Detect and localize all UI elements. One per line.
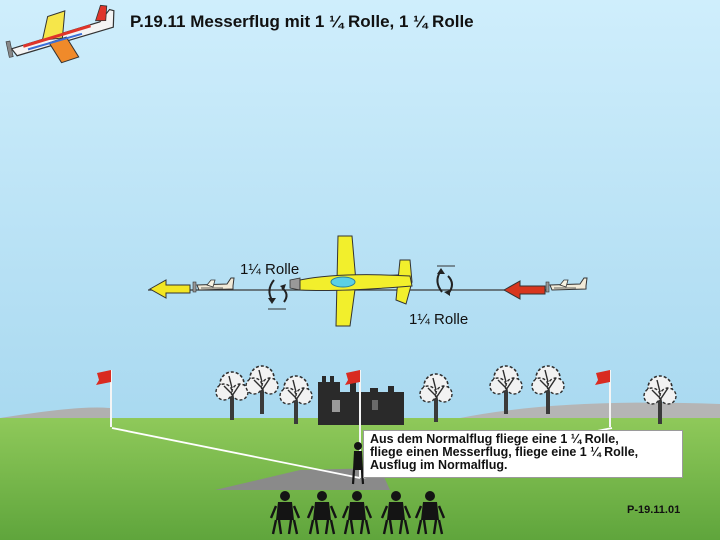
entry-arrow-icon: [502, 280, 546, 300]
roll-label-left: 1¼ Rolle: [240, 261, 300, 278]
description-box: Aus dem Normalflug fliege eine 1 ¼ Rolle…: [363, 430, 683, 478]
page-title: P.19.11 Messerflug mit 1 ¼ Rolle, 1 ¼ Ro…: [130, 12, 474, 31]
roll-arrow-icon-right: [436, 265, 455, 296]
hill-right: [460, 402, 720, 420]
exit-arrow-icon: [148, 279, 191, 299]
pilot-icon: [351, 442, 365, 485]
flag-icon-left: [96, 370, 112, 427]
flag-icon-right: [595, 370, 611, 427]
maneuver-code: P-19.11.01: [627, 504, 681, 516]
knife-edge-airplane-icon: [289, 235, 413, 327]
roll-label-right: 1¼ Rolle: [409, 311, 469, 328]
roll-arrow-icon-left: [268, 279, 288, 310]
description-line-1: Aus dem Normalflug fliege eine 1 ¼ Rolle…: [370, 432, 619, 446]
description-line-3: Ausflug im Normalflug.: [370, 458, 508, 472]
logo-airplane-icon: [5, 4, 115, 64]
sky: [0, 0, 720, 420]
hill-left: [0, 407, 112, 418]
description-line-2: fliege einen Messerflug, fliege eine 1 ¼…: [370, 445, 639, 459]
runway: [215, 468, 390, 490]
